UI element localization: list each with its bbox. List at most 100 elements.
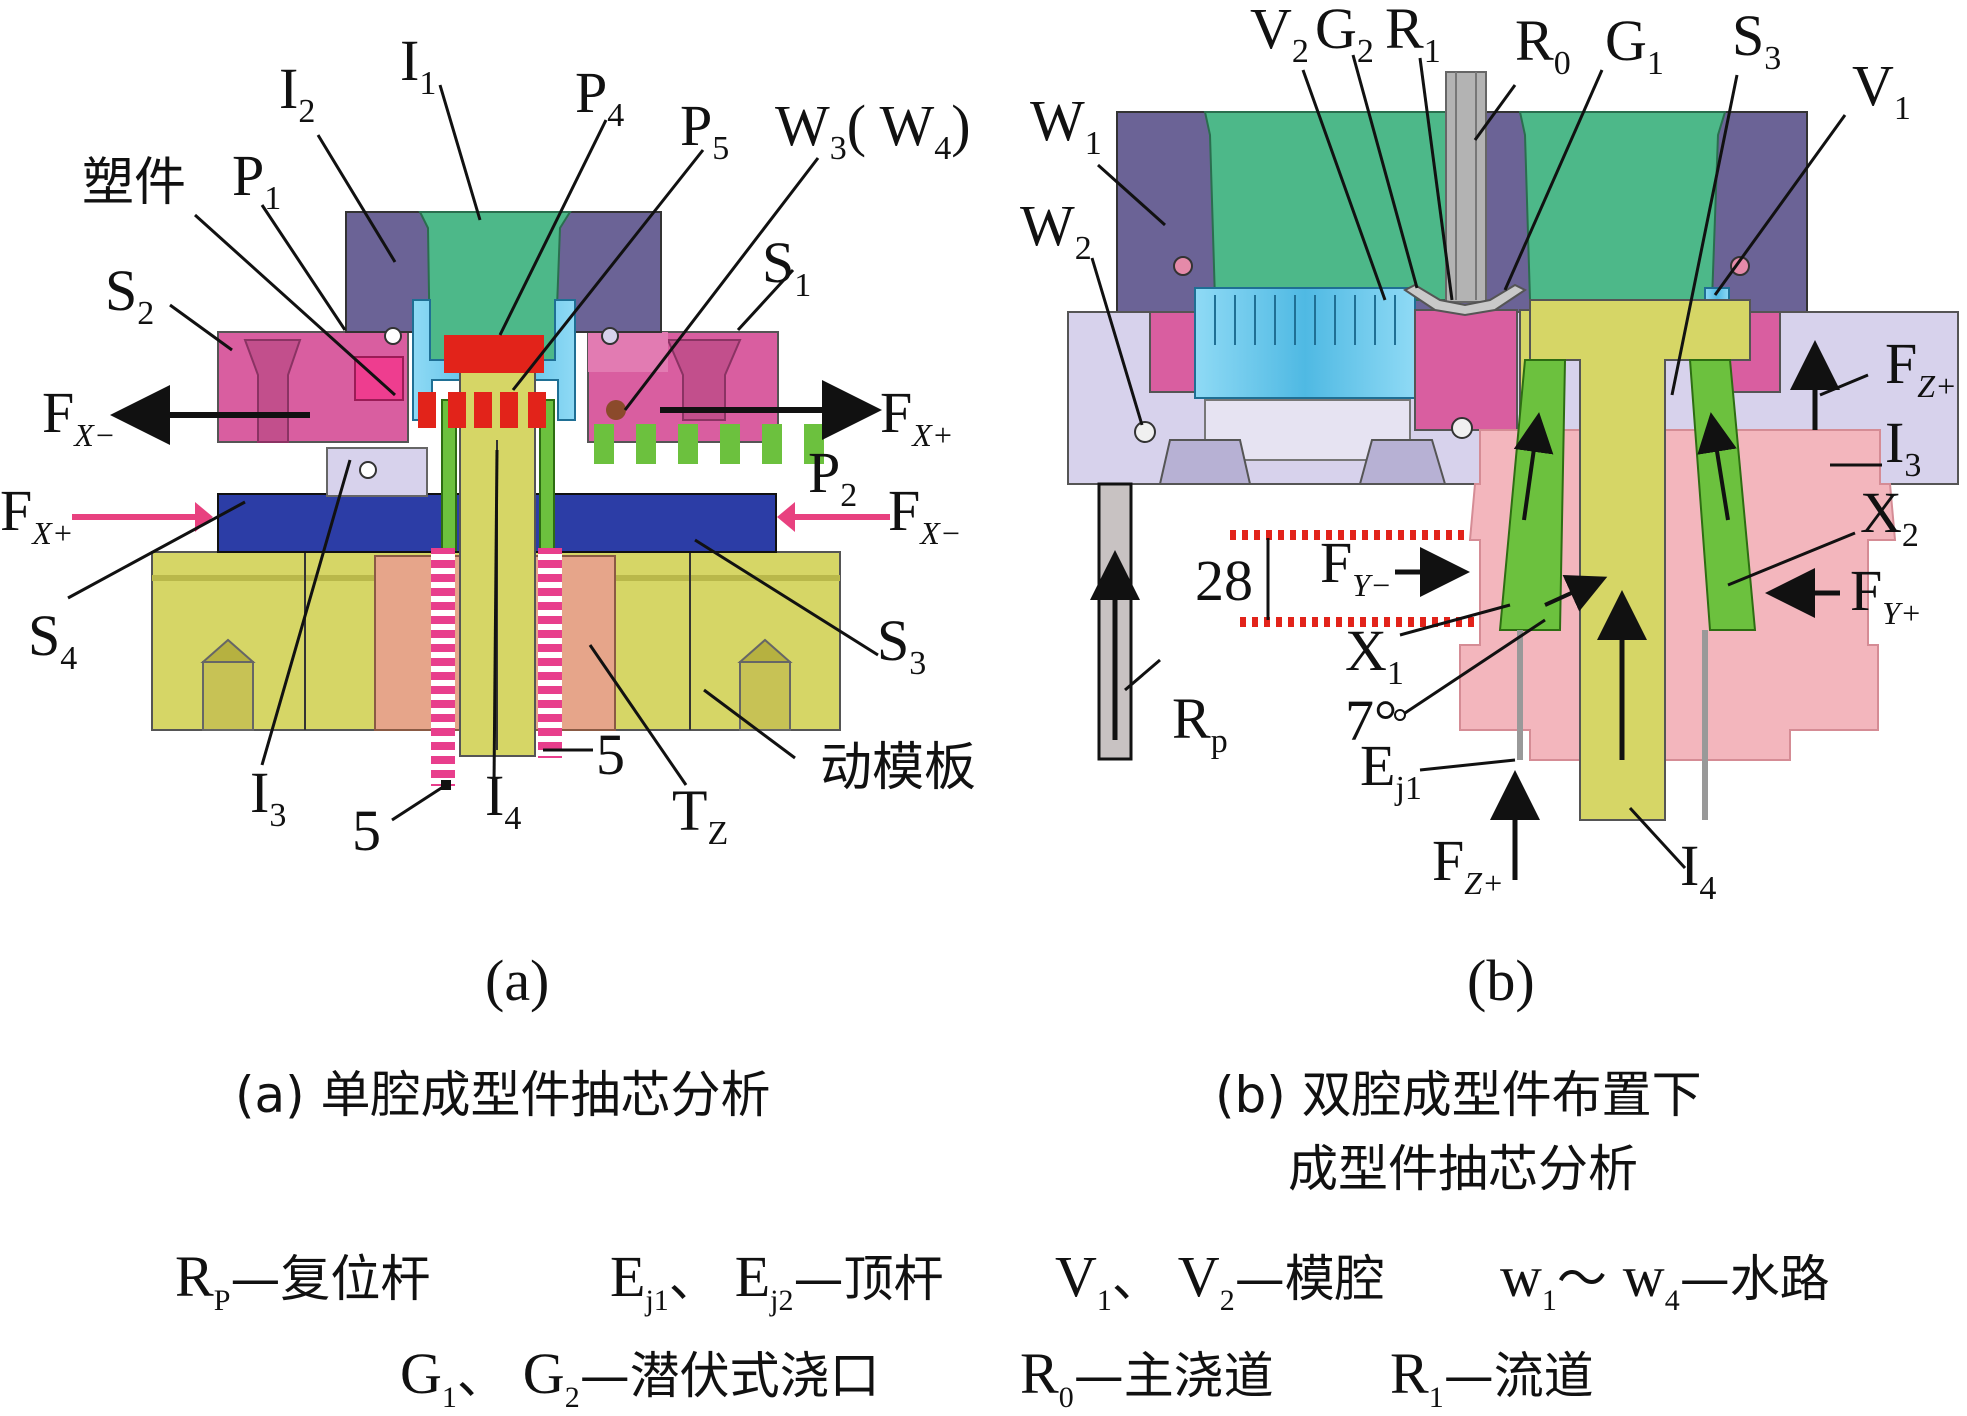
label-s2: S2 <box>105 258 154 332</box>
label-r0: R0 <box>1515 8 1571 82</box>
leader-line <box>316 134 397 263</box>
label-g1: G1 <box>1605 8 1664 82</box>
cavity-v2-ribs <box>1214 295 1396 345</box>
leader-line <box>1503 69 1604 291</box>
leader-line <box>1351 54 1419 289</box>
leader-line <box>1473 84 1517 141</box>
label-i3: I3 <box>250 760 286 834</box>
label-ej1: Ej1 <box>1360 733 1422 807</box>
leader-line <box>1418 57 1454 301</box>
label-angle-7: 7° <box>1345 688 1397 753</box>
force-arrow-diagonal <box>1544 575 1608 612</box>
panel-a: I2 I1 P4 P5 W3( W4) 塑件 P1 S1 S2 FX− FX+ … <box>0 28 976 1013</box>
leader-line <box>1090 257 1144 426</box>
arrowhead <box>195 502 213 532</box>
leader-line <box>694 538 879 657</box>
leader-dot <box>1394 709 1406 721</box>
dashed-p2 <box>594 424 824 464</box>
label-i2: I2 <box>279 56 315 130</box>
part-p1 <box>354 356 404 401</box>
label-v1: V1 <box>1852 53 1911 127</box>
green-insert-right <box>1518 111 1727 301</box>
hole-icon <box>1173 256 1193 276</box>
label-r1: R1 <box>1385 0 1441 70</box>
part-p4 <box>444 335 544 373</box>
pink-block-left <box>1149 311 1201 393</box>
label-x1: X1 <box>1345 618 1404 692</box>
label-fy-minus: FY− <box>1320 530 1392 603</box>
label-five-left: 5 <box>352 798 381 863</box>
label-rp: Rp <box>1172 686 1228 760</box>
label-fy-plus: FY+ <box>1850 558 1922 631</box>
label-w1: W1 <box>1030 88 1102 162</box>
bottom-trap-left <box>1158 439 1252 485</box>
label-s3-b: S3 <box>1732 3 1781 77</box>
label-i4-b: I4 <box>1680 833 1716 907</box>
label-p1: P1 <box>232 143 281 217</box>
gate-block <box>1414 309 1518 431</box>
label-s3: S3 <box>877 608 926 682</box>
leader-line <box>492 449 499 786</box>
leader-line <box>1713 114 1847 296</box>
panel-b-tag: (b) <box>1467 948 1535 1013</box>
leader-line <box>588 644 688 786</box>
label-moving-plate: 动模板 <box>820 738 976 798</box>
leader-line <box>260 204 347 331</box>
spring-left <box>431 548 455 786</box>
hole-icon <box>1730 256 1750 276</box>
boss-right-cone <box>737 638 793 663</box>
caption-b-line2: 成型件抽芯分析 <box>1288 1140 1638 1198</box>
label-fx-minus-mid: FX− <box>888 478 961 551</box>
label-x2: X2 <box>1860 480 1919 554</box>
caption-a: (a) 单腔成型件抽芯分析 <box>235 1066 771 1124</box>
label-p4: P4 <box>575 60 624 134</box>
force-arrow-slant-left <box>1513 412 1554 521</box>
label-fz-plus-right: FZ+ <box>1885 331 1957 404</box>
gate-runner-r1 <box>1403 283 1527 317</box>
leader-line <box>1628 806 1687 870</box>
leader-dot <box>441 780 451 790</box>
spring-right <box>538 548 562 758</box>
leader-line <box>1301 69 1387 301</box>
label-fx-plus-mid: FX+ <box>0 478 73 551</box>
label-five-right: 5 <box>596 722 625 787</box>
leader-line <box>623 157 820 411</box>
hole-icon <box>601 327 619 345</box>
boss-right <box>739 661 791 731</box>
cavity-v2 <box>1194 287 1416 399</box>
leader-line <box>736 268 795 332</box>
label-s4: S4 <box>28 603 77 677</box>
boss-left <box>202 661 254 731</box>
legend: RP—复位杆 Ej1、 Ej2—顶杆 V1、 V2—模腔 w1～ w4—水路 G… <box>175 1244 1830 1414</box>
green-insert-left <box>1203 111 1462 301</box>
hole-icon <box>1134 421 1156 443</box>
leader-line <box>1124 658 1161 692</box>
leader-line <box>1727 531 1856 587</box>
hole-icon <box>359 461 377 479</box>
panel-b: V2 G2 R1 R0 G1 S3 V1 W1 W2 FZ+ I3 X2 FY+… <box>1020 0 1959 1013</box>
leader-line <box>169 303 233 352</box>
hole-icon <box>384 327 402 345</box>
label-w3-w4: W3( W4) <box>775 93 971 167</box>
hole-icon <box>1451 417 1473 439</box>
insert-i3-block <box>326 447 428 497</box>
label-v2: V2 <box>1250 0 1309 70</box>
leader-line <box>67 500 246 600</box>
slider-s1-bore <box>666 339 742 421</box>
waterline-w3-icon <box>606 400 626 420</box>
sprue-r0 <box>1445 71 1487 303</box>
label-p2: P2 <box>808 440 857 514</box>
leader-line <box>1096 163 1167 227</box>
label-g2: G2 <box>1315 0 1374 70</box>
label-fz-plus-bottom: FZ+ <box>1432 828 1504 901</box>
leader-line <box>1401 618 1546 717</box>
leader-line <box>438 84 482 221</box>
label-dim-28: 28 <box>1195 548 1253 613</box>
slider-s1-cover <box>588 332 668 372</box>
label-i4: I4 <box>485 763 521 837</box>
label-w2: W2 <box>1020 193 1092 267</box>
label-s1: S1 <box>762 230 811 304</box>
label-fx-minus-top: FX− <box>42 380 115 453</box>
legend-line-1: RP—复位杆 Ej1、 Ej2—顶杆 V1、 V2—模腔 w1～ w4—水路 <box>175 1244 1830 1317</box>
